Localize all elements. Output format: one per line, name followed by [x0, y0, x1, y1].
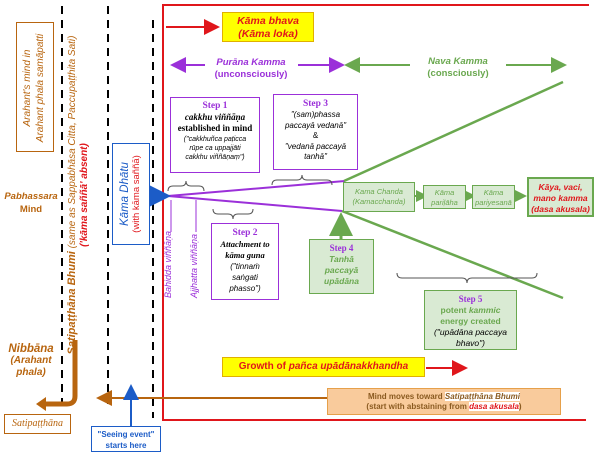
growth-label: Growth of pañca upādānakkhandha — [222, 357, 425, 377]
satipatthana-bhumi-label: Satipaṭṭhāna Bhumi (same as Sappabhāsa C… — [66, 35, 90, 355]
step2-box: Step 2 Attachment to kāma guna ("tinnaṁ … — [211, 223, 279, 300]
ajjhatta-vinnana-label: Ajjhatta viññāṇa — [189, 233, 199, 298]
kaya-vaci-mano-kamma-box: Kāya, vaci, mano kamma (dasa akusala) — [527, 177, 594, 217]
kama-chanda-box: Kama Chanda (Kamacchanda) — [343, 182, 415, 212]
pabhassara-mind-label: Pabhassara Mind — [4, 191, 58, 215]
mind-moves-box: Mind moves toward Satipaṭṭhāna Bhumi (st… — [327, 388, 561, 415]
step5-box: Step 5 potent kammic energy created ("up… — [424, 290, 517, 350]
kama-dhatu-box: Kāma Dhātu (with kāma saññā) — [112, 143, 150, 245]
green-fan-upper — [343, 80, 564, 183]
nibbana-label: Nibbāna (Arahant phala) — [8, 343, 54, 378]
green-fan-lower — [341, 209, 564, 300]
step1-box: Step 1 cakkhu viññāṇa established in min… — [170, 97, 260, 173]
arahant-mind-box: Arahant's mind in Arahant phala samāpatt… — [16, 22, 54, 152]
bahidda-vinnana-label: Bahidda viññāṇa — [163, 230, 173, 298]
step3-box: Step 3 "(sam)phassa paccayā vedanā" & "v… — [273, 94, 358, 170]
kama-pariyesana-box: Kāma pariyesanā — [472, 185, 515, 209]
purana-kamma-label: Purāna Kamma (unconsciously) — [214, 57, 288, 80]
satipatthana-hook-arrow — [44, 340, 78, 407]
brace-step5 — [396, 272, 538, 284]
step4-box: Step 4 Tanhā paccayā upādāna — [309, 239, 374, 294]
seeing-event-box: "Seeing event" starts here — [91, 426, 161, 452]
nava-kamma-label: Nava Kamma (consciously) — [427, 56, 489, 79]
brace-step3 — [271, 174, 333, 186]
satipatthana-box: Satipaṭṭhāna — [4, 414, 71, 434]
brace-step2 — [212, 208, 254, 220]
brace-step1 — [167, 180, 205, 192]
kama-bhava-label: Kāma bhava (Kāma loka) — [222, 12, 314, 42]
fan-line-lower — [167, 195, 343, 212]
kama-parilaha-box: Kāma pariḷāha — [423, 185, 466, 209]
fan-line-upper — [167, 180, 346, 197]
